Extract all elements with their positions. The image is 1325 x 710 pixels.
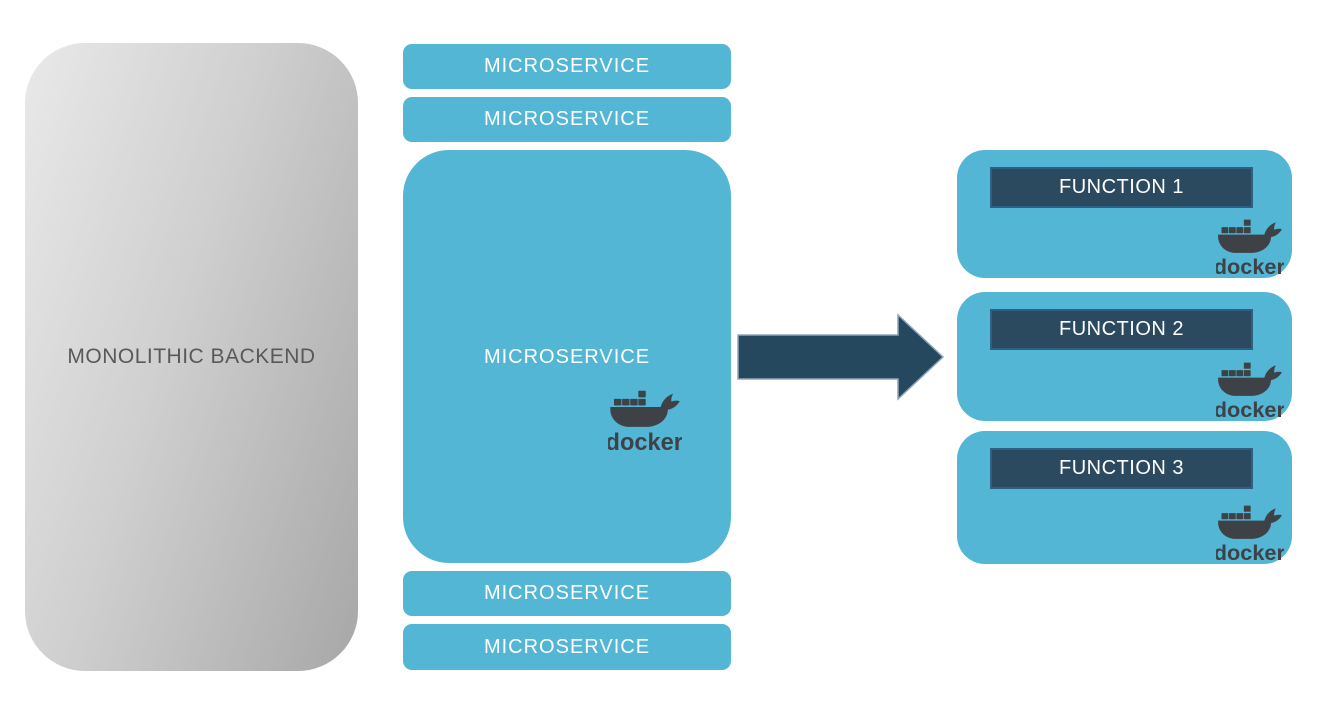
function-1-banner: FUNCTION 1 bbox=[990, 167, 1253, 208]
docker-logo-icon bbox=[1216, 219, 1284, 276]
monolithic-backend-box: MONOLITHIC BACKEND bbox=[25, 43, 358, 671]
function-3-banner: FUNCTION 3 bbox=[990, 448, 1253, 489]
function-1-label: FUNCTION 1 bbox=[1059, 176, 1184, 198]
microservice-bar-1-label: MICROSERVICE bbox=[483, 55, 651, 77]
function-2-label: FUNCTION 2 bbox=[1059, 318, 1184, 340]
function-2-banner: FUNCTION 2 bbox=[990, 309, 1253, 350]
docker-logo-icon bbox=[1216, 362, 1284, 419]
microservice-main-box: MICROSERVICE bbox=[403, 150, 731, 563]
microservice-bar-3: MICROSERVICE bbox=[403, 571, 731, 616]
function-3-label: FUNCTION 3 bbox=[1059, 457, 1184, 479]
docker-logo-icon bbox=[608, 390, 682, 452]
microservice-bar-4: MICROSERVICE bbox=[403, 624, 731, 670]
microservice-bar-1: MICROSERVICE bbox=[403, 44, 731, 89]
function-1-box: FUNCTION 1 bbox=[957, 150, 1292, 278]
right-arrow-icon bbox=[737, 313, 945, 401]
microservice-bar-2-label: MICROSERVICE bbox=[483, 108, 651, 130]
monolithic-backend-label: MONOLITHIC BACKEND bbox=[67, 345, 316, 368]
microservice-bar-2: MICROSERVICE bbox=[403, 97, 731, 142]
docker-logo-icon bbox=[1216, 505, 1284, 562]
function-3-box: FUNCTION 3 bbox=[957, 431, 1292, 564]
microservice-bar-3-label: MICROSERVICE bbox=[483, 582, 651, 604]
microservice-main-label: MICROSERVICE bbox=[483, 346, 651, 368]
function-2-box: FUNCTION 2 bbox=[957, 292, 1292, 421]
microservice-bar-4-label: MICROSERVICE bbox=[483, 635, 651, 658]
